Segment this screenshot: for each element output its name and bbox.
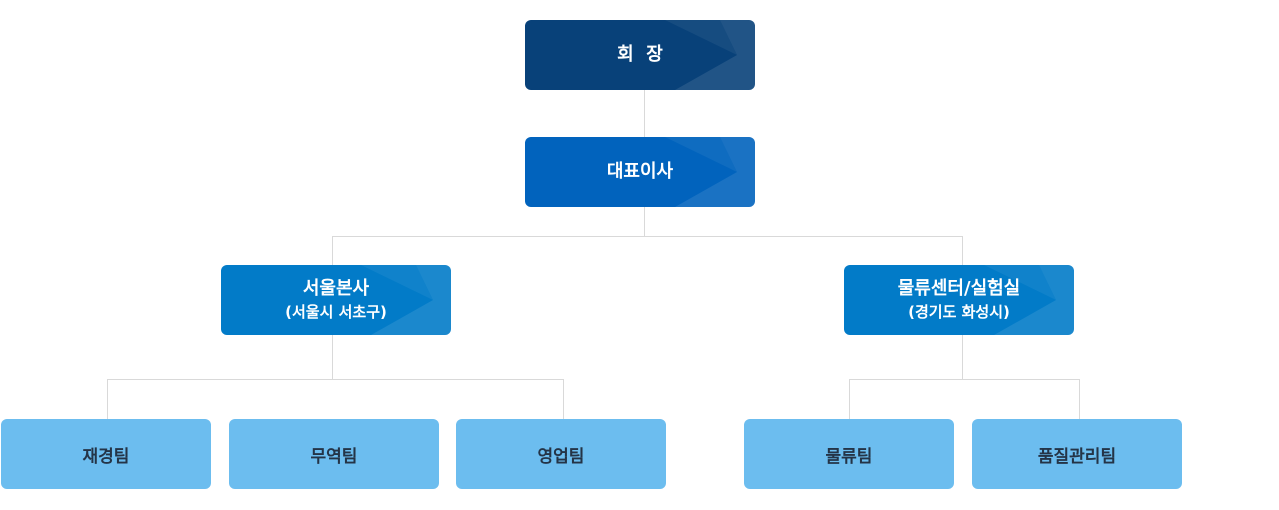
connector-logistics-teams-horizontal bbox=[849, 379, 1080, 380]
seoul-hq-label: 서울본사 bbox=[302, 278, 370, 299]
connector-to-seoul bbox=[332, 236, 333, 265]
box-decoration bbox=[361, 265, 451, 335]
connector-to-finance-team bbox=[107, 379, 108, 419]
connector-logistics-down bbox=[962, 335, 963, 379]
seoul-hq-box: 서울본사 (서울시 서초구) bbox=[221, 265, 451, 335]
connector-to-logistics-team bbox=[849, 379, 850, 419]
team-sales: 영업팀 bbox=[456, 419, 666, 489]
connector-to-qc-team bbox=[1079, 379, 1080, 419]
seoul-hq-location: (서울시 서초구) bbox=[285, 303, 387, 321]
box-decoration bbox=[665, 20, 755, 90]
connector-ceo-down bbox=[644, 207, 645, 236]
logistics-center-location: (경기도 화성시) bbox=[908, 303, 1010, 321]
ceo-label: 대표이사 bbox=[606, 161, 674, 182]
connector-chairman-ceo bbox=[644, 90, 645, 137]
connector-to-logistics bbox=[962, 236, 963, 265]
logistics-center-label: 물류센터/실험실 bbox=[897, 278, 1021, 299]
team-finance: 재경팀 bbox=[1, 419, 211, 489]
chairman-label: 회 장 bbox=[617, 44, 663, 65]
connector-seoul-teams-horizontal bbox=[107, 379, 564, 380]
connector-seoul-down bbox=[332, 335, 333, 379]
team-logistics: 물류팀 bbox=[744, 419, 954, 489]
connector-branch-horizontal bbox=[332, 236, 963, 237]
team-quality-control: 품질관리팀 bbox=[972, 419, 1182, 489]
box-decoration bbox=[665, 137, 755, 207]
box-decoration bbox=[984, 265, 1074, 335]
logistics-center-box: 물류센터/실험실 (경기도 화성시) bbox=[844, 265, 1074, 335]
chairman-box: 회 장 bbox=[525, 20, 755, 90]
ceo-box: 대표이사 bbox=[525, 137, 755, 207]
team-trade: 무역팀 bbox=[229, 419, 439, 489]
connector-to-sales-team bbox=[563, 379, 564, 419]
